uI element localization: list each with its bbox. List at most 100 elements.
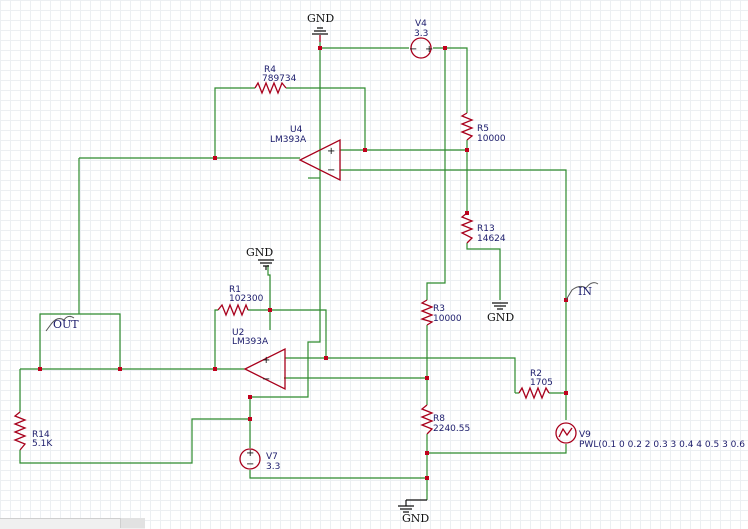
r3-value: 10000	[433, 314, 462, 324]
wire	[19, 418, 250, 464]
resistor-r1[interactable]: R1 102300	[217, 285, 264, 317]
r14-ref: R14	[32, 430, 50, 440]
v9-value: PWL(0.1 0 0.2 2 0.3 3 0.4 4 0.5 3 0.6 2 …	[579, 440, 748, 450]
v4-value: 3.3	[414, 29, 428, 39]
r2-ref: R2	[530, 369, 542, 379]
resistor-icon	[420, 299, 434, 326]
v4-ref: V4	[415, 19, 427, 29]
horizontal-scrollbar[interactable]	[0, 518, 145, 529]
wire	[249, 470, 427, 479]
wire	[286, 87, 366, 150]
resistor-r14[interactable]: R14 5.1K	[13, 411, 53, 451]
r1-value: 102300	[229, 294, 264, 304]
junctions	[38, 46, 568, 480]
comparator-u4[interactable]: + − U4 LM393A	[270, 125, 341, 182]
minus-sign: −	[262, 374, 270, 385]
junction-node	[213, 156, 217, 160]
junction-node	[38, 367, 42, 371]
comparator-u2[interactable]: + − U2 LM393A	[232, 328, 286, 391]
pwl-source-v9[interactable]: V9 PWL(0.1 0 0.2 2 0.3 3 0.4 4 0.5 3 0.6…	[555, 422, 748, 450]
ground-label: GND	[246, 246, 273, 259]
voltage-source-v4[interactable]: − + V4 3.3	[409, 19, 433, 59]
junction-node	[425, 376, 429, 380]
wire	[214, 309, 218, 369]
waveform-icon	[558, 427, 573, 438]
resistor-icon	[460, 212, 474, 244]
junction-node	[118, 367, 122, 371]
u4-ref: U4	[290, 125, 303, 135]
opamp-icon	[243, 347, 286, 391]
wire	[285, 357, 516, 393]
junction-node	[465, 148, 469, 152]
ground-icon	[258, 259, 274, 267]
minus-sign: −	[246, 459, 254, 470]
net-label-in[interactable]: IN	[565, 282, 599, 301]
junction-node	[213, 367, 217, 371]
r8-ref: R8	[433, 414, 445, 424]
resistor-icon	[518, 386, 550, 400]
resistor-r5[interactable]: R5 10000	[460, 112, 506, 144]
pwl-source-icon	[555, 422, 577, 444]
r2-value: 1705	[530, 378, 553, 388]
u4-model: LM393A	[270, 135, 307, 145]
wire	[248, 309, 327, 358]
r14-value: 5.1K	[32, 439, 53, 449]
flag-icon	[45, 315, 75, 332]
r5-ref: R5	[477, 124, 489, 134]
wire	[427, 444, 567, 454]
r5-value: 10000	[477, 134, 506, 144]
opamp-icon	[298, 138, 341, 182]
resistor-icon	[13, 411, 27, 451]
ground-label: GND	[402, 512, 429, 525]
r13-ref: R13	[477, 224, 495, 234]
minus-sign: −	[409, 44, 417, 55]
ground-r13[interactable]: GND	[487, 302, 514, 324]
resistor-r4[interactable]: R4 789734	[254, 65, 297, 95]
junction-node	[363, 148, 367, 152]
wires	[19, 42, 567, 500]
resistor-icon	[460, 112, 474, 141]
wire	[433, 47, 468, 113]
resistor-icon	[420, 404, 434, 435]
junction-node	[318, 46, 322, 50]
dc-source-icon	[410, 37, 432, 59]
r1-ref: R1	[229, 285, 241, 295]
wire	[248, 42, 321, 398]
wire	[340, 169, 567, 420]
net-label-out[interactable]: OUT	[45, 315, 79, 332]
voltage-source-v7[interactable]: + − V7 3.3	[239, 448, 280, 472]
ground-icon	[312, 27, 328, 35]
resistor-icon	[254, 81, 287, 95]
wire	[214, 87, 255, 158]
wire	[267, 265, 271, 330]
ground-bottom[interactable]: GND	[398, 499, 429, 525]
junction-node	[425, 451, 429, 455]
junction-node	[425, 476, 429, 480]
resistor-icon	[217, 303, 249, 317]
resistor-r13[interactable]: R13 14624	[460, 212, 506, 244]
ground-u2[interactable]: GND	[246, 246, 274, 270]
u2-ref: U2	[232, 328, 244, 338]
junction-node	[443, 46, 447, 50]
ground-label: GND	[487, 311, 514, 324]
junction-node	[268, 308, 272, 312]
wire	[39, 313, 121, 369]
plus-sign: +	[327, 146, 335, 157]
plus-sign: +	[262, 355, 270, 366]
resistor-r3[interactable]: R3 10000	[420, 299, 462, 326]
r8-value: 2240.55	[433, 424, 470, 434]
net-label-text: OUT	[53, 318, 79, 331]
resistor-r2[interactable]: R2 1705	[518, 369, 553, 400]
dc-source-icon	[239, 448, 261, 470]
wire	[426, 48, 446, 300]
r13-value: 14624	[477, 234, 506, 244]
scrollbar-thumb[interactable]	[120, 518, 145, 528]
plus-sign: +	[246, 448, 254, 459]
flag-icon	[565, 282, 599, 301]
resistor-r8[interactable]: R8 2240.55	[420, 404, 470, 435]
junction-node	[248, 417, 252, 421]
v7-value: 3.3	[266, 462, 280, 472]
ground-icon	[398, 500, 414, 513]
ground-top[interactable]: GND	[307, 12, 334, 42]
